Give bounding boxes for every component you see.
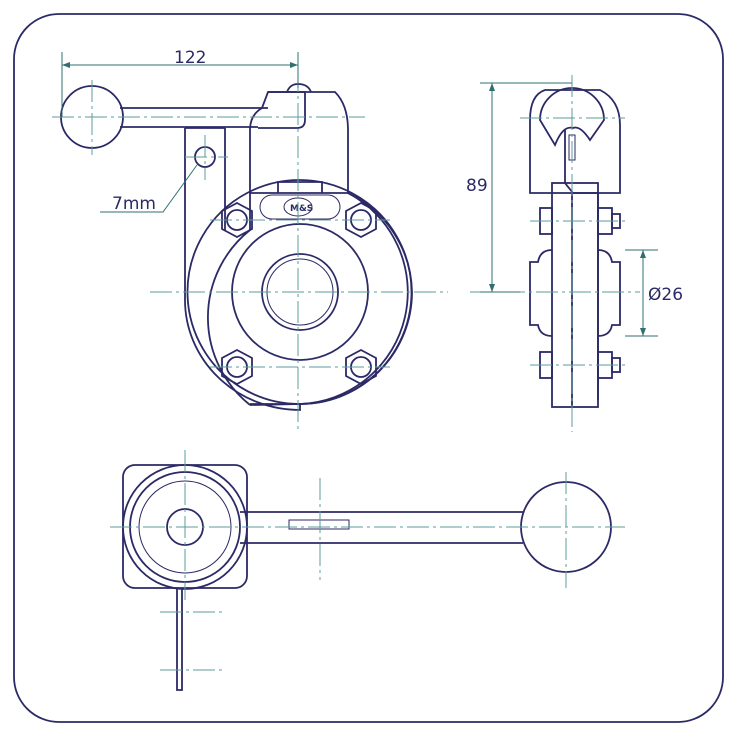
dimension-7mm: 7mm <box>112 194 156 214</box>
top-view <box>110 450 625 691</box>
dimension-diameter-26: Ø26 <box>648 285 683 305</box>
front-view: M&S 122 7mm <box>52 48 448 432</box>
hex-nut <box>221 201 377 386</box>
logo: M&S <box>290 204 313 214</box>
dimension-89: 89 <box>466 176 488 196</box>
dimension-122: 122 <box>174 48 206 68</box>
side-view: 89 Ø26 <box>466 75 683 432</box>
frame-border <box>13 13 724 723</box>
